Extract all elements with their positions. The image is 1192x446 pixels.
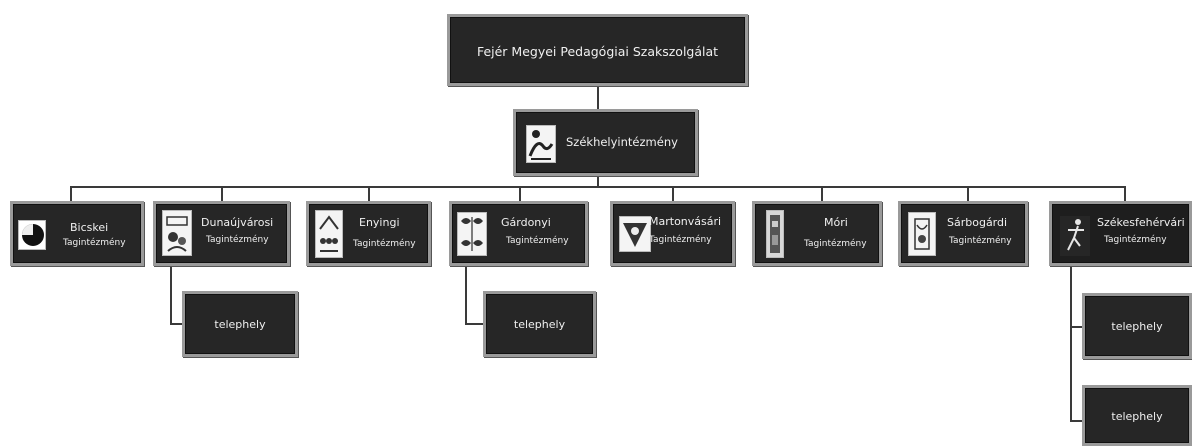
site-label: telephely: [513, 318, 566, 331]
enyingi-logo-icon: [315, 210, 343, 258]
connector-root-hq: [597, 85, 599, 110]
connector-gardonyi-site-v: [465, 266, 467, 324]
unit-dunaujvarosi: Dunaújvárosi Tagintézmény: [153, 201, 290, 266]
unit-name: Sárbogárdi: [947, 216, 1008, 229]
unit-type: Tagintézmény: [353, 239, 416, 249]
unit-szekesfehervari: Székesfehérvári Tagintézmény: [1049, 201, 1192, 266]
connector-enyingi: [368, 187, 370, 202]
dunaujvarosi-logo-icon: [162, 210, 192, 256]
unit-sarbogardi: Sárbogárdi Tagintézmény: [898, 201, 1028, 266]
site-label: telephely: [214, 318, 266, 331]
unit-name: Gárdonyi: [501, 216, 551, 229]
site-label: telephely: [1111, 320, 1163, 333]
unit-enyingi: Enyingi Tagintézmény: [306, 201, 431, 266]
connector-dunaujvarosi: [221, 187, 223, 202]
unit-type: Tagintézmény: [63, 238, 126, 248]
unit-mori: Móri Tagintézmény: [752, 201, 882, 266]
unit-type: Tagintézmény: [506, 236, 569, 246]
site-label: telephely: [1111, 410, 1163, 423]
unit-bicskei: Bicskei Tagintézmény: [10, 201, 144, 266]
unit-martonvasari: Martonvásári Tagintézmény: [610, 201, 735, 266]
unit-type: Tagintézmény: [649, 235, 712, 245]
unit-type: Tagintézmény: [804, 239, 867, 249]
hq-node: Székhelyintézmény: [513, 109, 698, 176]
unit-type: Tagintézmény: [949, 236, 1012, 246]
connector-szekesfehervari-site2-h: [1070, 420, 1084, 422]
sarbogardi-logo-icon: [908, 212, 936, 256]
connector-gardonyi-site-h: [465, 323, 485, 325]
site-szekesfehervari-1: telephely: [1082, 293, 1192, 359]
unit-type: Tagintézmény: [1104, 235, 1167, 245]
connector-hq-bus: [597, 175, 599, 187]
site-dunaujvarosi: telephely: [182, 291, 298, 357]
site-gardonyi: telephely: [483, 291, 596, 357]
root-node: Fejér Megyei Pedagógiai Szakszolgálat: [447, 14, 748, 86]
connector-szekesfehervari-site1-h: [1070, 326, 1084, 328]
unit-name: Martonvásári: [649, 215, 722, 228]
connector-sarbogardi: [967, 187, 969, 202]
connector-gardonyi: [519, 187, 521, 202]
gardonyi-logo-icon: [457, 212, 487, 256]
unit-name: Székesfehérvári: [1097, 216, 1185, 229]
connector-szekesfehervari-site-v: [1070, 266, 1072, 421]
connector-bicskei: [70, 187, 72, 202]
hq-logo-icon: [526, 125, 556, 163]
unit-gardonyi: Gárdonyi Tagintézmény: [449, 201, 588, 266]
connector-szekesfehervari: [1124, 187, 1126, 202]
connector-martonvasari: [672, 187, 674, 202]
connector-mori: [821, 187, 823, 202]
unit-name: Móri: [824, 216, 848, 229]
bicskei-logo-icon: [18, 220, 46, 250]
hq-title: Székhelyintézmény: [566, 135, 678, 149]
szekesfehervari-logo-icon: [1060, 216, 1090, 256]
root-title: Fejér Megyei Pedagógiai Szakszolgálat: [476, 44, 719, 59]
connector-bus: [70, 186, 1126, 188]
unit-type: Tagintézmény: [206, 235, 269, 245]
site-szekesfehervari-2: telephely: [1082, 385, 1192, 446]
mori-logo-icon: [766, 210, 784, 258]
connector-dunaujvarosi-site-h: [170, 323, 184, 325]
unit-name: Dunaújvárosi: [201, 216, 274, 229]
martonvasari-logo-icon: [619, 216, 651, 252]
unit-name: Bicskei: [70, 221, 109, 234]
unit-name: Enyingi: [359, 216, 400, 229]
connector-dunaujvarosi-site-v: [170, 266, 172, 324]
